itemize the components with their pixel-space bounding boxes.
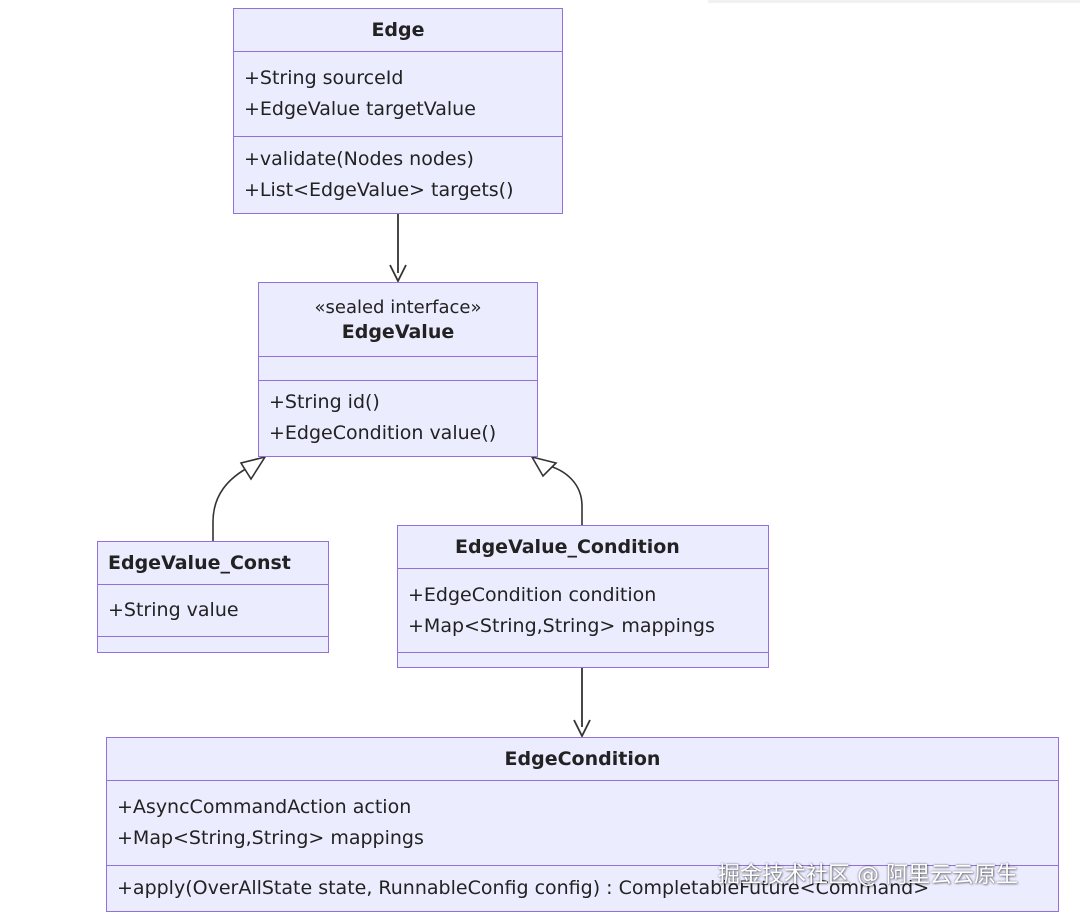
attribute: +EdgeValue targetValue: [244, 98, 476, 120]
class-edgecondition[interactable]: EdgeCondition +AsyncCommandAction action…: [106, 737, 1059, 912]
watermark-text: 掘金技术社区 @ 阿里云云原生: [718, 863, 1018, 888]
methods-compartment: [398, 653, 768, 665]
class-edgevalue[interactable]: «sealed interface» EdgeValue +String id(…: [258, 282, 538, 457]
class-name: EdgeCondition: [504, 748, 661, 770]
edge-to-edgevalue-association: [389, 214, 407, 284]
class-name: EdgeValue_Const: [108, 552, 291, 574]
class-header: EdgeValue_Condition: [398, 526, 768, 569]
class-name: Edge: [371, 19, 425, 41]
class-name: EdgeValue_Condition: [455, 536, 680, 558]
const-realizes-edgevalue: [212, 455, 267, 541]
open-arrowhead-icon: [573, 719, 591, 739]
methods-compartment: +apply(OverAllState state, RunnableConfi…: [107, 866, 1058, 910]
hollow-triangle-icon: [239, 455, 267, 481]
attributes-compartment: +String value: [98, 585, 328, 637]
stereotype-label: «sealed interface»: [314, 296, 482, 318]
attribute: +String value: [108, 599, 239, 621]
class-header: EdgeValue_Const: [98, 542, 328, 585]
condition-realizes-edgevalue: [530, 455, 583, 525]
methods-compartment: [98, 637, 328, 651]
attribute: +AsyncCommandAction action: [117, 796, 412, 818]
class-edge[interactable]: Edge +String sourceId +EdgeValue targetV…: [233, 8, 563, 214]
attribute: +Map<String,String> mappings: [408, 614, 715, 637]
class-header: EdgeCondition: [107, 738, 1058, 781]
methods-compartment: +String id() +EdgeCondition value(): [259, 381, 537, 455]
method: +apply(OverAllState state, RunnableConfi…: [117, 876, 930, 899]
method: +String id(): [269, 391, 380, 413]
method: +validate(Nodes nodes): [244, 147, 474, 170]
method: +EdgeCondition value(): [269, 422, 497, 444]
method: +List<EdgeValue> targets(): [244, 178, 514, 201]
condition-to-edgecondition-association: [573, 668, 591, 739]
class-header: Edge: [234, 9, 562, 52]
attributes-compartment: +String sourceId +EdgeValue targetValue: [234, 52, 562, 137]
attribute: +EdgeCondition condition: [408, 583, 657, 606]
class-name: EdgeValue: [341, 320, 455, 343]
attribute: +Map<String,String> mappings: [117, 827, 424, 849]
attributes-compartment: +EdgeCondition condition +Map<String,Str…: [398, 569, 768, 653]
attributes-compartment: [259, 357, 537, 381]
hollow-triangle-icon: [530, 455, 558, 478]
open-arrowhead-icon: [389, 264, 407, 284]
class-edgevalue-condition[interactable]: EdgeValue_Condition +EdgeCondition condi…: [397, 525, 769, 668]
methods-compartment: +validate(Nodes nodes) +List<EdgeValue> …: [234, 137, 562, 212]
class-header: «sealed interface» EdgeValue: [259, 283, 537, 357]
class-edgevalue-const[interactable]: EdgeValue_Const +String value: [97, 541, 329, 653]
attribute: +String sourceId: [244, 67, 404, 89]
top-edge-strip: [708, 0, 1080, 3]
attributes-compartment: +AsyncCommandAction action +Map<String,S…: [107, 781, 1058, 866]
